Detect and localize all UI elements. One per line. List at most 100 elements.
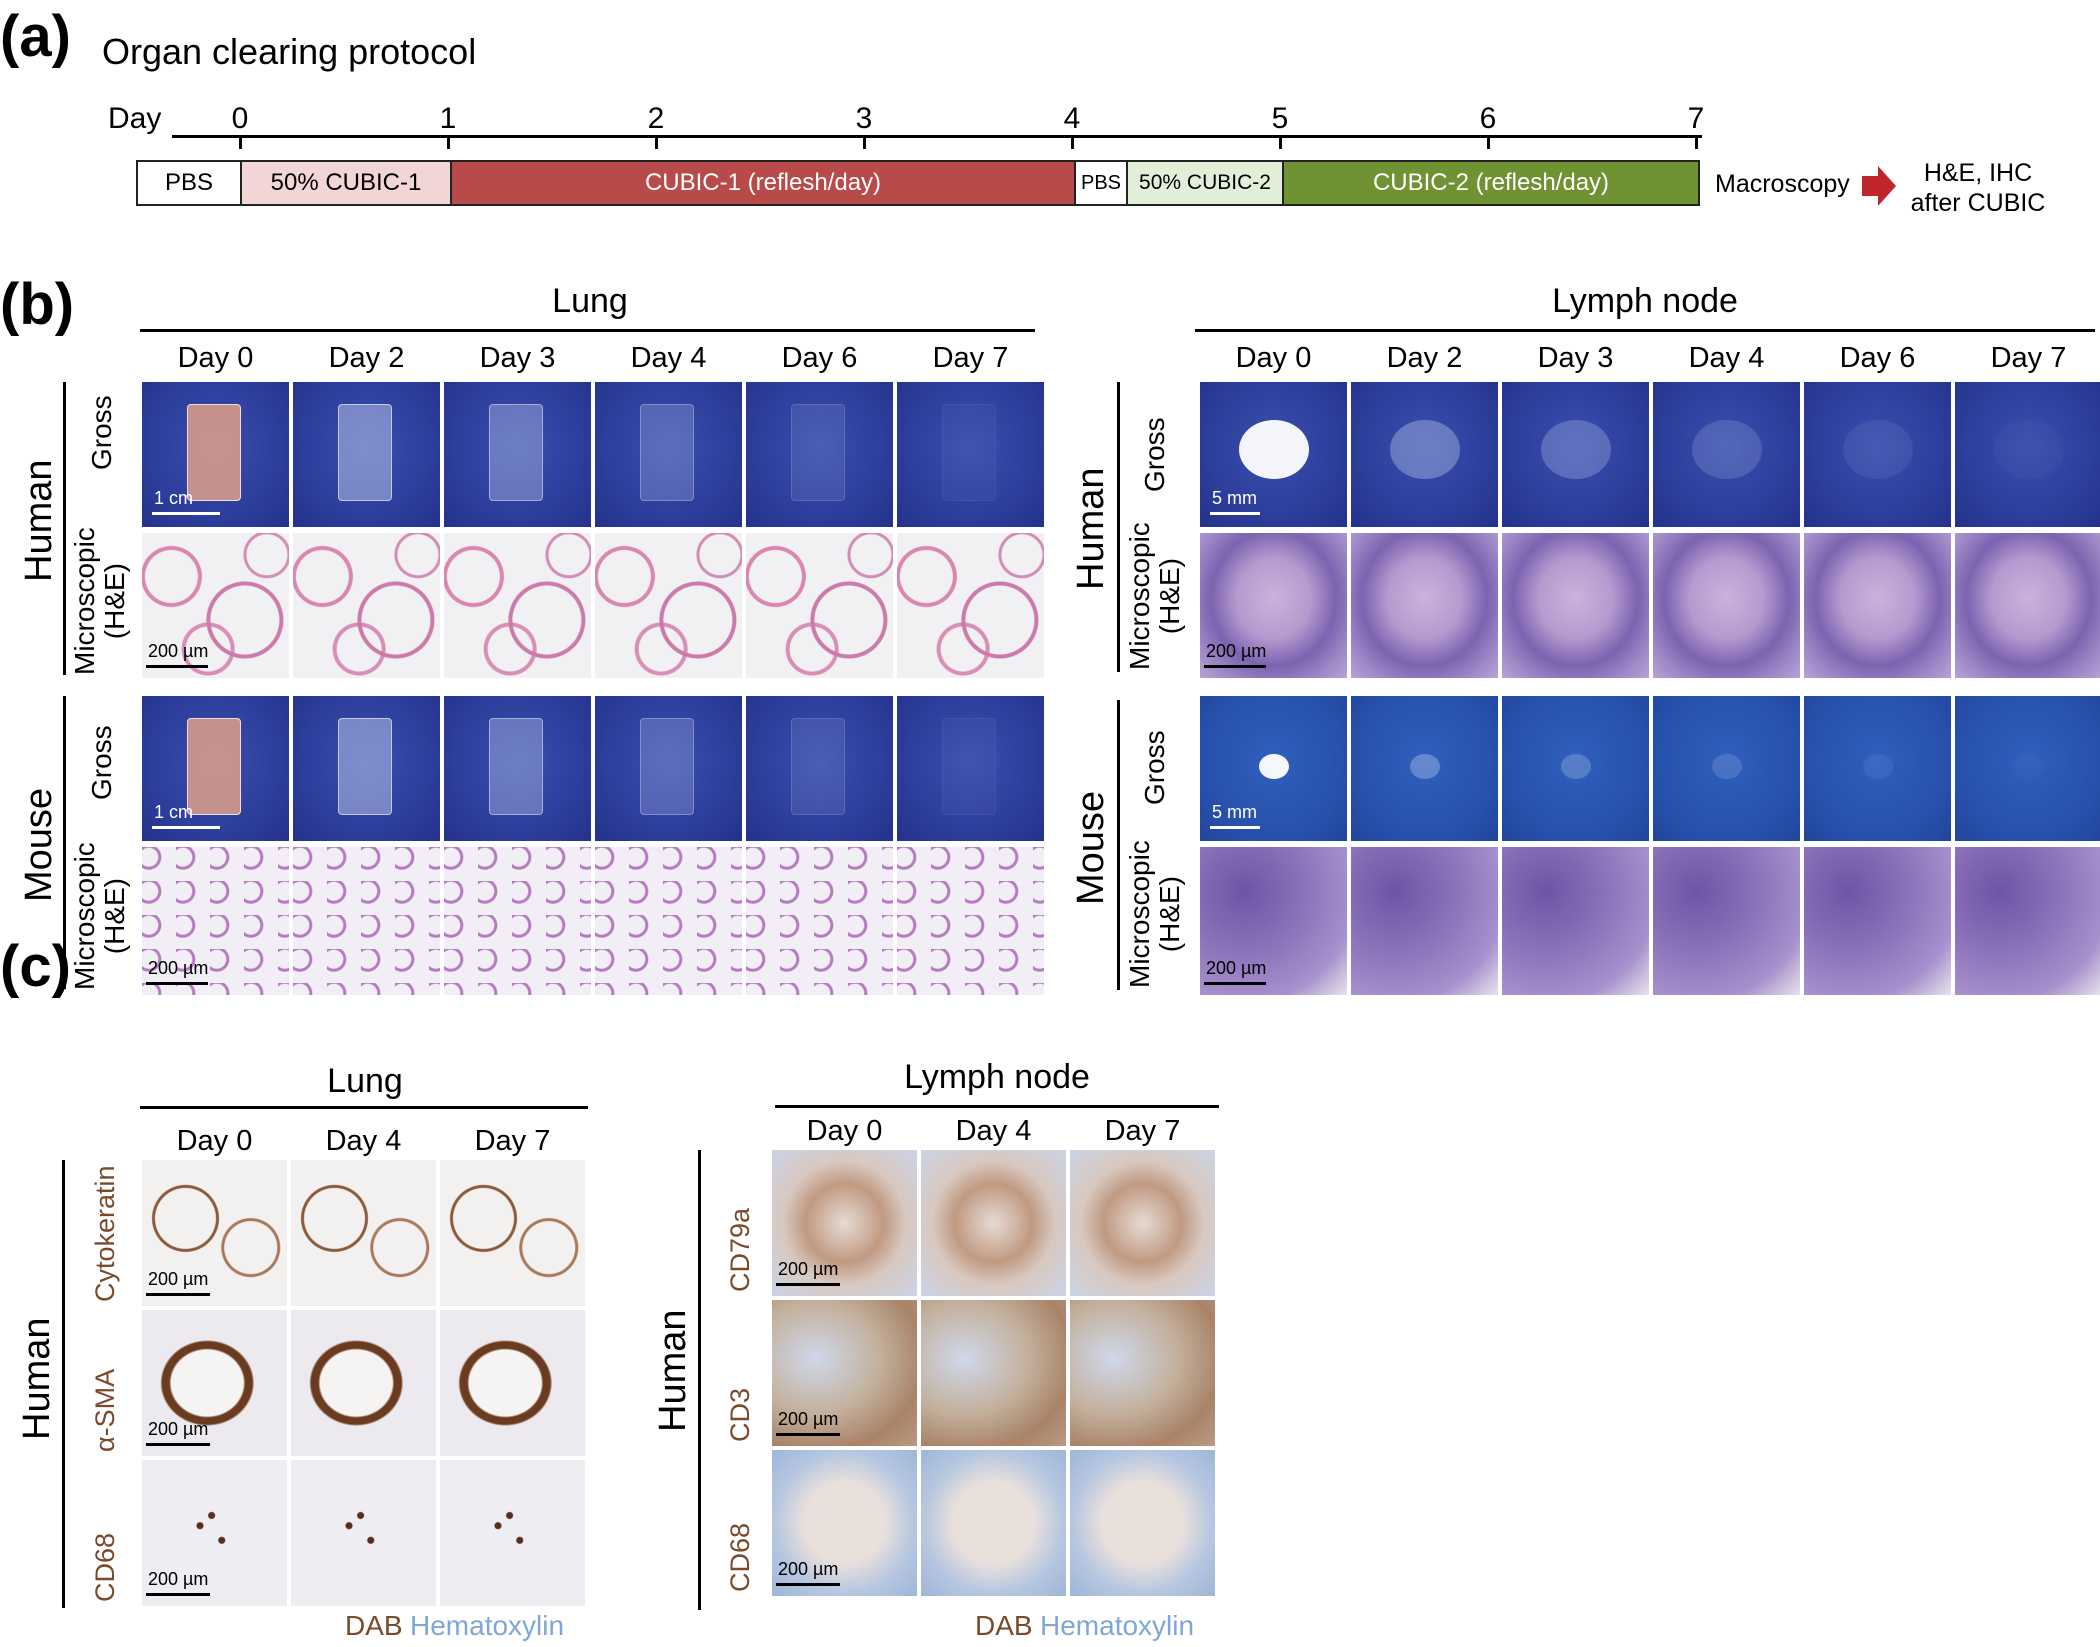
histology-image — [1653, 533, 1800, 678]
lung-group-line — [140, 329, 1035, 332]
column-header: Day 4 — [630, 342, 707, 374]
day-tick-label: 3 — [855, 102, 873, 135]
marker-label: α-SMA — [90, 1368, 120, 1452]
gross-photo — [746, 382, 893, 527]
gross-photo: 1 cm — [142, 696, 289, 841]
specimen — [640, 718, 694, 815]
column-header: Day 0 — [1235, 342, 1312, 374]
column-header: Day 4 — [1688, 342, 1765, 374]
gross-photo — [1502, 696, 1649, 841]
specimen — [942, 404, 996, 501]
gross-photo: 5 mm — [1200, 382, 1347, 527]
scale-label: 200 µm — [1206, 958, 1267, 978]
marker-label: CD79a — [725, 1207, 755, 1292]
day-tick-label: 7 — [1687, 102, 1705, 135]
histology-image — [444, 533, 591, 678]
specimen — [1540, 419, 1611, 479]
specimen — [942, 718, 996, 815]
microscopic-label: Microscopic(H&E) — [69, 842, 130, 990]
column-header: Day 2 — [1386, 342, 1463, 374]
human-ln-bracket — [1117, 382, 1120, 672]
c-human-lung: Human — [16, 1317, 58, 1441]
gross-label: Gross — [1139, 417, 1170, 492]
column-header: Day 7 — [474, 1125, 551, 1157]
day-tick — [863, 135, 866, 149]
ihc-image — [440, 1160, 585, 1306]
scale-label: 200 µm — [148, 1569, 209, 1589]
specimen — [489, 404, 543, 501]
gross-photo: 1 cm — [142, 382, 289, 527]
gross-photo — [1653, 382, 1800, 527]
histology-image — [1351, 847, 1498, 995]
segment-cubic-2: CUBIC-2 (reflesh/day) — [1282, 160, 1700, 206]
specimen — [1691, 419, 1762, 479]
gross-label: Gross — [86, 395, 117, 470]
column-header: Day 4 — [955, 1115, 1032, 1147]
gross-photo — [595, 696, 742, 841]
scale-label: 1 cm — [154, 802, 194, 822]
scale-label: 200 µm — [148, 1419, 209, 1439]
microscopic-label: Microscopic(H&E) — [1124, 840, 1185, 988]
scale-label: 200 µm — [148, 641, 209, 661]
marker-label: CD68 — [725, 1522, 755, 1592]
c-lung-title: Lung — [327, 1062, 403, 1100]
specimen — [1238, 419, 1309, 479]
ihc-image — [1070, 1450, 1215, 1596]
column-header: Day 6 — [1839, 342, 1916, 374]
specimen — [1862, 753, 1893, 779]
gross-photo — [444, 696, 591, 841]
specimen — [1389, 419, 1460, 479]
ihc-image — [291, 1310, 436, 1456]
day-tick — [1071, 135, 1074, 149]
segment-pbs-2: PBS — [1074, 160, 1128, 206]
microscopic-label: Microscopic(H&E) — [1124, 522, 1185, 670]
c-human-ln: Human — [652, 1309, 694, 1433]
gross-photo — [1955, 696, 2100, 841]
scale-bar — [776, 1283, 840, 1286]
gross-photo — [1804, 382, 1951, 527]
column-header: Day 6 — [781, 342, 858, 374]
c-ln-title: Lymph node — [904, 1058, 1090, 1096]
day-tick — [655, 135, 658, 149]
histology-image — [1955, 533, 2100, 678]
day-tick — [447, 135, 450, 149]
scale-bar — [146, 1443, 210, 1446]
gross-photo — [595, 382, 742, 527]
histology-image: 200 µm — [1200, 533, 1347, 678]
legend-hematoxylin: Hematoxylin — [1040, 1610, 1195, 1641]
gross-label: Gross — [1139, 730, 1170, 805]
ihc-image — [291, 1460, 436, 1606]
ihc-image: 200 µm — [142, 1460, 287, 1606]
lung-group-title: Lung — [552, 282, 628, 320]
human-lung-bracket — [63, 382, 66, 675]
gross-photo — [444, 382, 591, 527]
scale-label: 1 cm — [154, 488, 194, 508]
specimen — [640, 404, 694, 501]
column-header: Day 4 — [325, 1125, 402, 1157]
column-header: Day 2 — [328, 342, 405, 374]
histology-image — [1653, 847, 1800, 995]
histology-image: 200 µm — [1200, 847, 1347, 995]
gross-photo — [293, 696, 440, 841]
ihc-image: 200 µm — [772, 1300, 917, 1446]
panel-a-title: Organ clearing protocol — [102, 31, 477, 72]
day-tick-label: 2 — [647, 102, 665, 135]
panel-c-label: (c) — [0, 934, 71, 999]
day-tick-label: 5 — [1271, 102, 1289, 135]
c-lung-line — [140, 1106, 588, 1109]
after-cubic-label: H&E, IHC after CUBIC — [1910, 159, 2046, 217]
gross-photo — [1351, 382, 1498, 527]
histology-image — [1955, 847, 2100, 995]
histology-image — [897, 533, 1044, 678]
scale-bar — [1204, 982, 1266, 985]
day-tick — [1487, 135, 1490, 149]
gross-photo — [1955, 382, 2100, 527]
histology-image — [746, 847, 893, 995]
specimen — [791, 718, 845, 815]
specimen — [1560, 753, 1591, 779]
specimen — [791, 404, 845, 501]
histology-image — [293, 533, 440, 678]
segment-50-cubic-1: 50% CUBIC-1 — [240, 160, 452, 206]
scale-label: 200 µm — [148, 958, 209, 978]
column-header: Day 0 — [177, 342, 254, 374]
